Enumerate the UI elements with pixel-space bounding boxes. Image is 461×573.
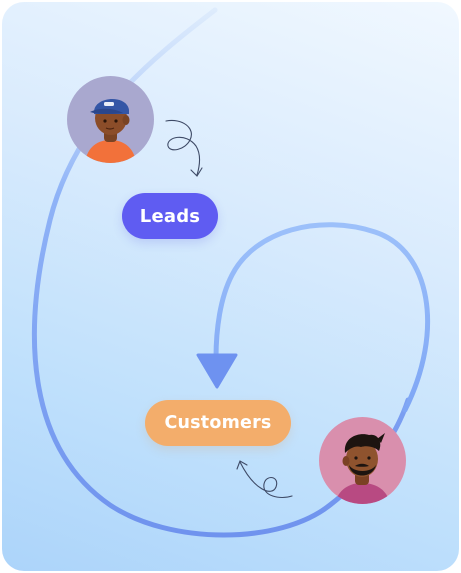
curly-arrow-icon: [165, 119, 203, 177]
leads-label: Leads: [139, 205, 201, 227]
down-arrowhead-icon: [196, 353, 238, 389]
customer-avatar: [319, 417, 406, 504]
curly-arrow-icon: [236, 460, 293, 499]
leads-stage-pill: Leads: [122, 193, 218, 239]
customers-stage-pill: Customers: [145, 400, 291, 446]
customers-label: Customers: [164, 413, 272, 433]
person-with-beard-avatar-icon: [335, 433, 390, 504]
person-with-cap-avatar-icon: [85, 98, 136, 163]
inner-flow-curve: [213, 222, 431, 413]
lead-avatar: [67, 76, 154, 163]
